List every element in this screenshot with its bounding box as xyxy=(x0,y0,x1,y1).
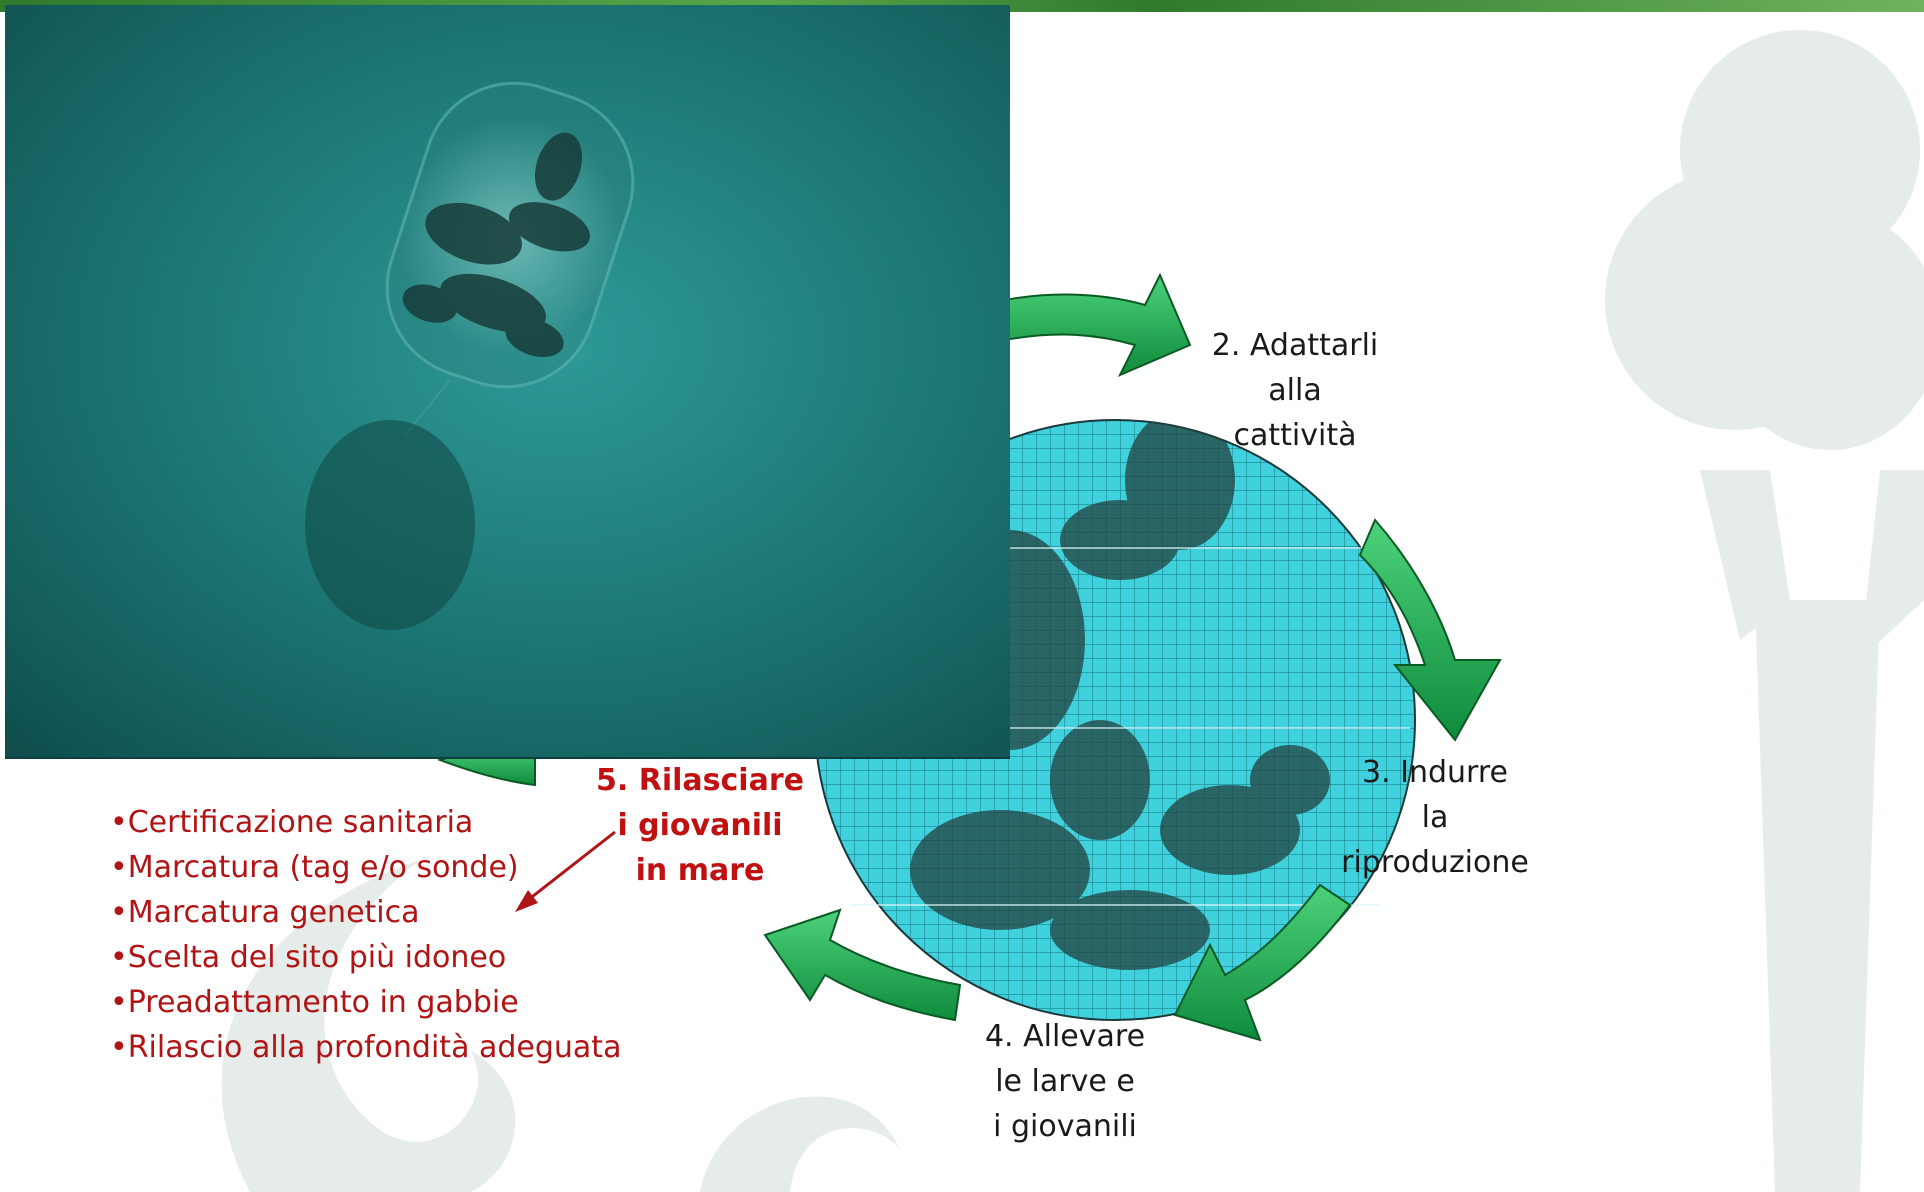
step-5-label: 5. Rilasciare i giovanili in mare xyxy=(590,758,810,893)
step-2-line-1: 2. Adattarli xyxy=(1180,323,1410,368)
step-2-line-3: cattività xyxy=(1180,413,1410,458)
step-3-line-1: 3. Indurre xyxy=(1330,750,1540,795)
step-4-line-1: 4. Allevare xyxy=(965,1014,1165,1059)
step-4-line-2: le larve e xyxy=(965,1059,1165,1104)
underwater-cage-photo xyxy=(5,5,1010,759)
step-4-line-3: i giovanili xyxy=(965,1104,1165,1149)
step-2-line-2: alla xyxy=(1180,368,1410,413)
step-5-line-1: 5. Rilasciare xyxy=(590,758,810,803)
list-item: Marcatura genetica xyxy=(110,890,621,935)
step-4-label: 4. Allevare le larve e i giovanili xyxy=(965,1014,1165,1149)
cage-illustration xyxy=(5,5,1010,757)
step-3-label: 3. Indurre la riproduzione xyxy=(1330,750,1540,885)
step-3-line-2: la xyxy=(1330,795,1540,840)
list-item: Preadattamento in gabbie xyxy=(110,980,621,1025)
list-item: Certificazione sanitaria xyxy=(110,800,621,845)
step-3-line-3: riproduzione xyxy=(1330,840,1540,885)
release-requirements-list: Certificazione sanitaria Marcatura (tag … xyxy=(110,800,621,1070)
list-item: Scelta del sito più idoneo xyxy=(110,935,621,980)
step-5-line-2: i giovanili xyxy=(590,803,810,848)
step-2-label: 2. Adattarli alla cattività xyxy=(1180,323,1410,458)
arrow-1-to-2 xyxy=(1005,275,1190,375)
list-item: Marcatura (tag e/o sonde) xyxy=(110,845,621,890)
list-item: Rilascio alla profondità adeguata xyxy=(110,1025,621,1070)
step-5-line-3: in mare xyxy=(590,848,810,893)
